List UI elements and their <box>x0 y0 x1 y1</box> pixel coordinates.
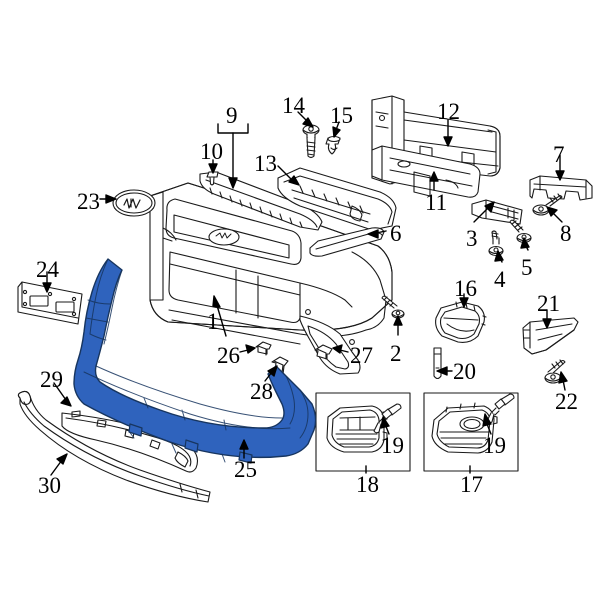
callout-13: 13 <box>254 151 277 176</box>
part-bracket-3 <box>471 199 523 225</box>
callout-23: 23 <box>77 189 100 214</box>
callout-7: 7 <box>553 142 565 167</box>
part-clip-27 <box>314 344 333 360</box>
callout-1: 1 <box>207 309 219 334</box>
callout-16: 16 <box>454 276 477 301</box>
part-fog-lamp-17 <box>431 402 498 454</box>
part-bracket-7 <box>529 175 593 201</box>
callout-5: 5 <box>521 255 533 280</box>
part-clip-10 <box>206 171 219 186</box>
callout-14: 14 <box>282 93 305 118</box>
part-clip-26 <box>255 341 272 356</box>
callout-3: 3 <box>466 226 478 251</box>
callout-30: 30 <box>38 473 61 498</box>
callout-19-right: 19 <box>483 433 506 458</box>
callout-9: 9 <box>226 103 238 128</box>
callout-25: 25 <box>234 457 257 482</box>
part-absorber-11 <box>371 145 481 198</box>
callout-24: 24 <box>36 257 59 282</box>
callout-10: 10 <box>200 139 223 164</box>
part-retainer-15 <box>325 135 341 155</box>
part-bolt-8 <box>532 193 563 216</box>
part-plate-bracket-24 <box>17 281 83 325</box>
part-highlighted-valance-25 <box>73 258 317 464</box>
leader-lines <box>42 111 568 476</box>
callout-2: 2 <box>390 341 402 366</box>
callout-4: 4 <box>494 267 506 292</box>
part-bolt-14 <box>302 124 320 159</box>
callout-21: 21 <box>537 291 560 316</box>
callout-27: 27 <box>350 343 373 368</box>
callout-28: 28 <box>250 379 273 404</box>
part-fog-bezel-16 <box>435 301 487 343</box>
part-pin-20 <box>433 347 442 380</box>
part-upper-cowl-13 <box>277 167 397 231</box>
callout-15: 15 <box>330 103 353 128</box>
callout-12: 12 <box>437 99 460 124</box>
part-bolt-4 <box>488 230 504 257</box>
callout-19-left: 19 <box>381 433 404 458</box>
callout-8: 8 <box>560 221 572 246</box>
callout-18: 18 <box>356 472 379 497</box>
part-bracket-21 <box>522 317 579 355</box>
callout-20: 20 <box>453 359 476 384</box>
callout-29: 29 <box>40 367 63 392</box>
callout-6: 6 <box>390 221 402 246</box>
part-bumper-cover <box>149 182 393 375</box>
part-lower-deflector-30 <box>17 390 211 503</box>
part-kia-emblem-23 <box>112 189 156 217</box>
callout-11: 11 <box>425 190 448 215</box>
callout-17: 17 <box>460 472 483 497</box>
callout-26: 26 <box>217 343 240 368</box>
callout-22: 22 <box>555 389 578 414</box>
